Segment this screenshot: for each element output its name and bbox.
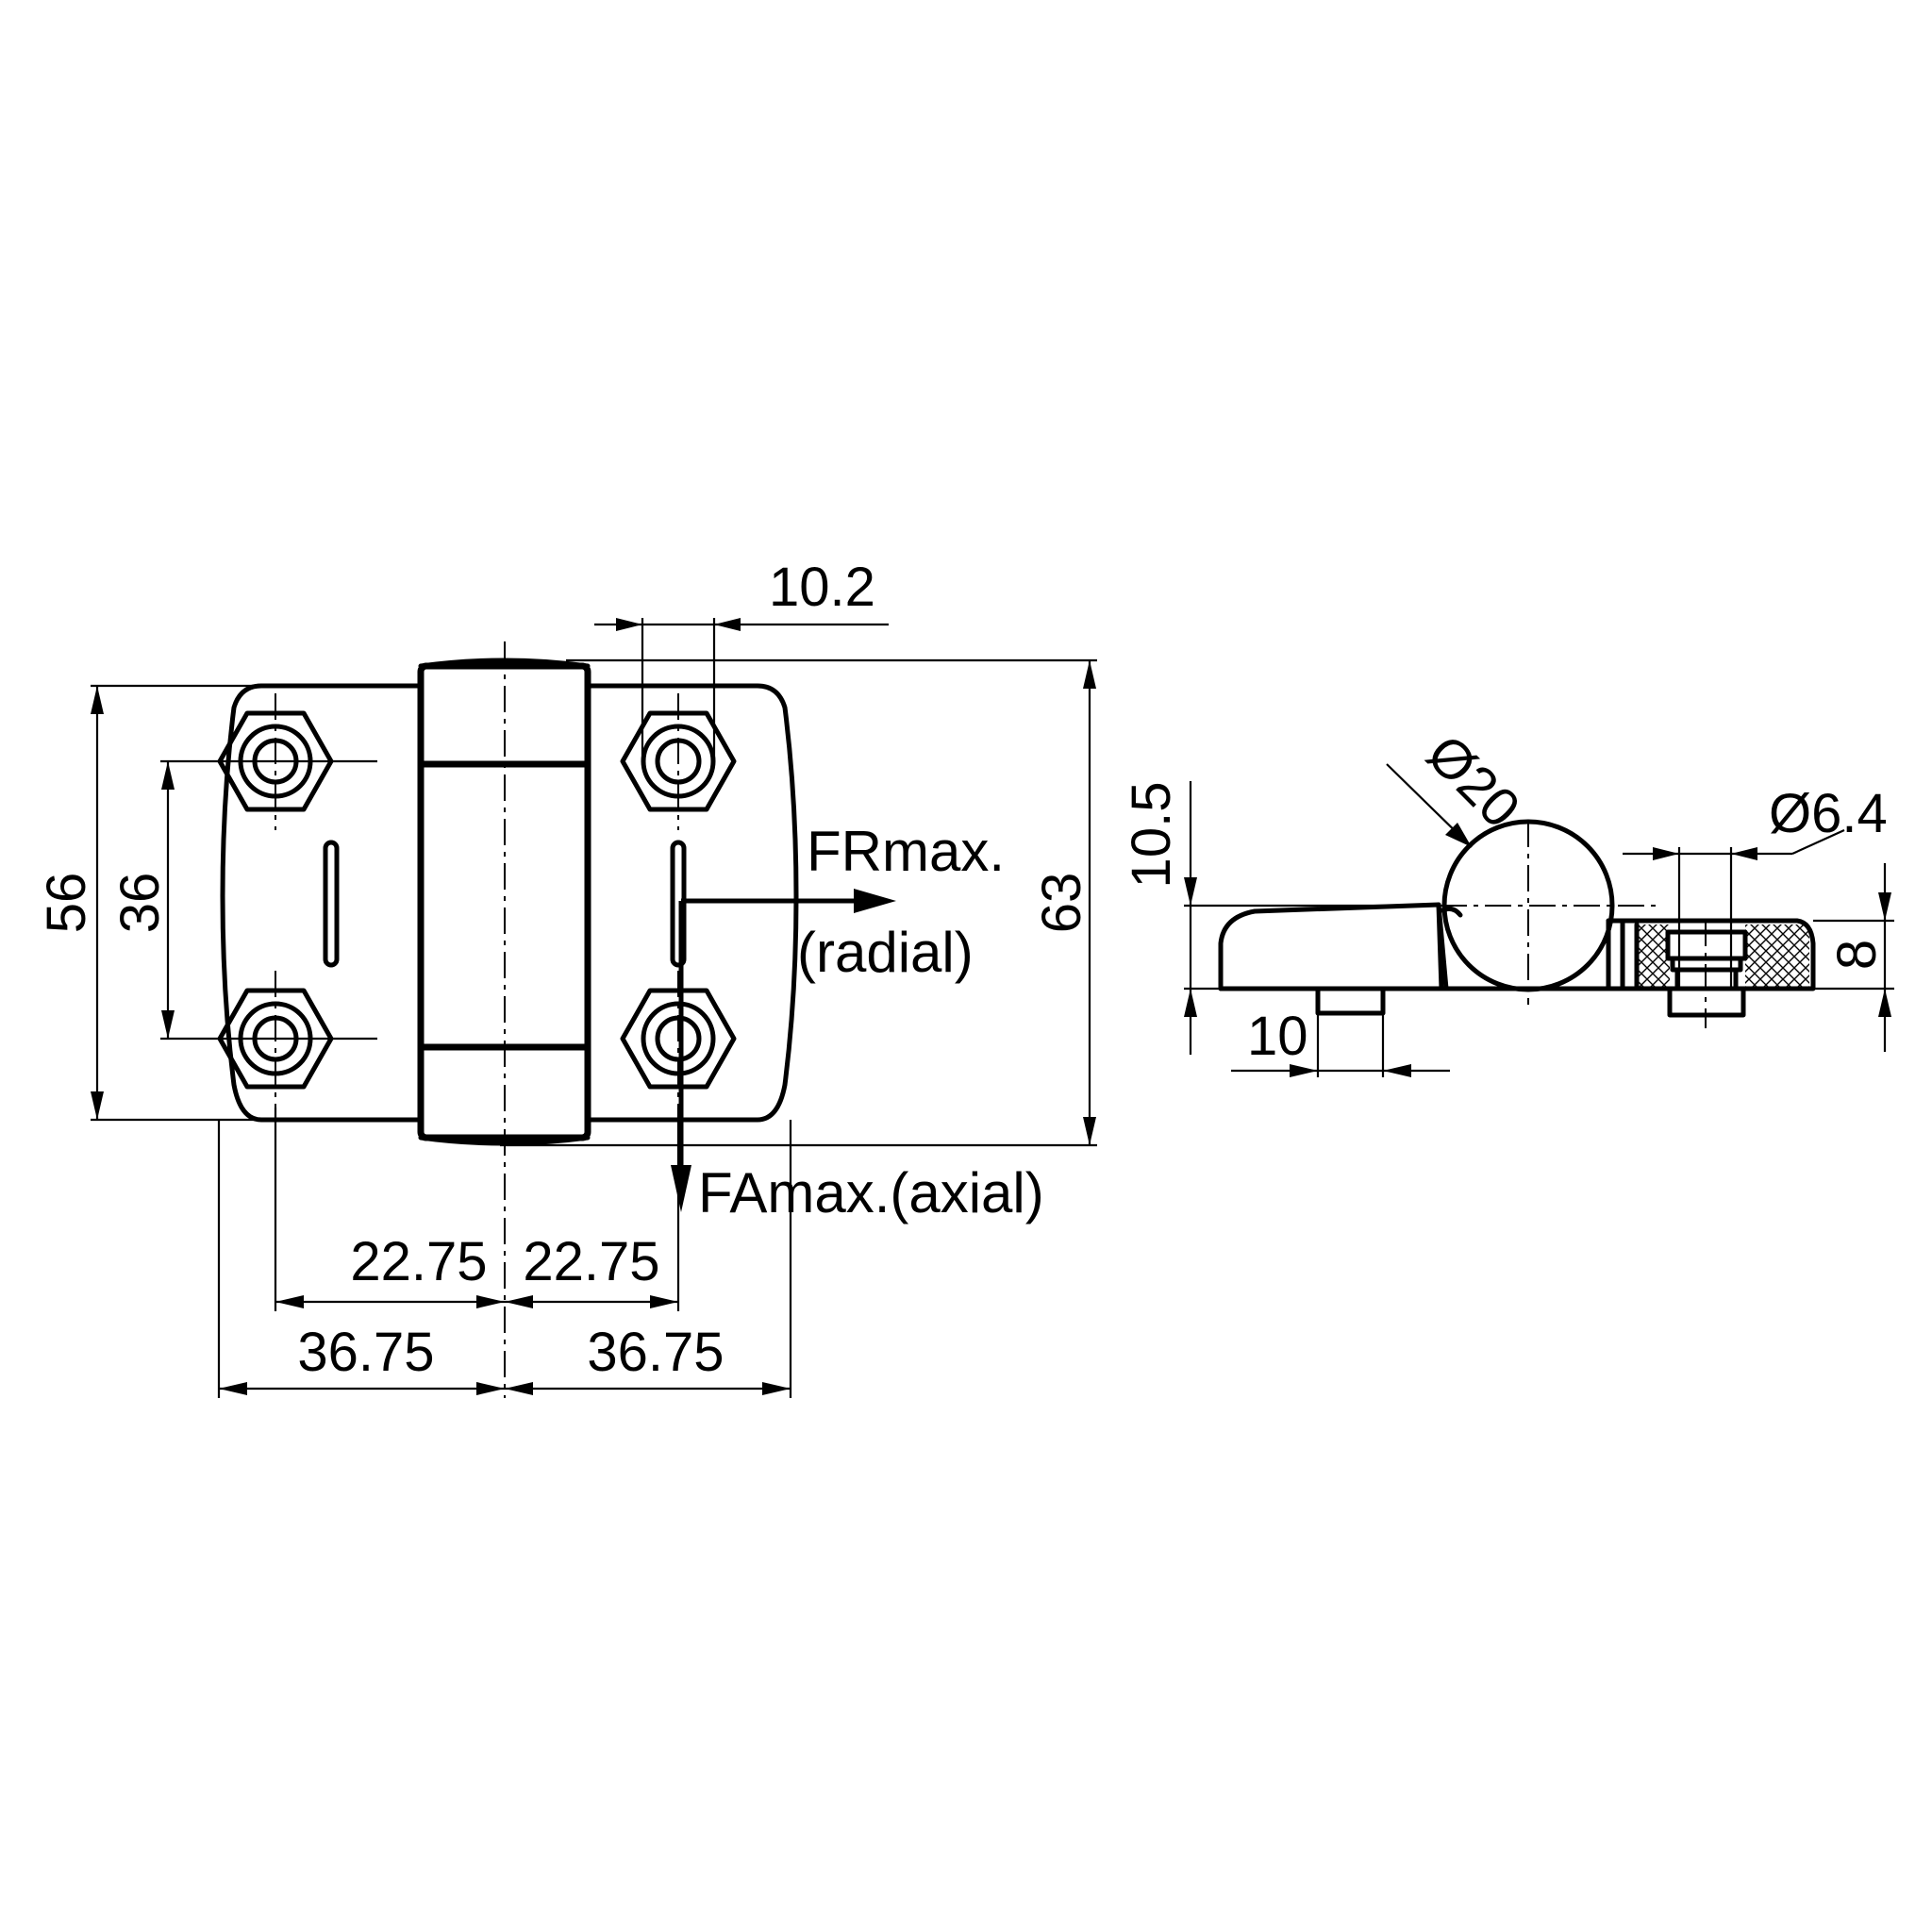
force-arrows: FRmax. (radial) FAmax.(axial) [671,820,1044,1224]
dim-36: 36 [109,761,175,1039]
dim-22-75-right-label: 22.75 [523,1231,659,1292]
dim-22-75: 22.75 22.75 [275,1231,678,1308]
side-base-plate [1218,902,1444,991]
dim-22-75-left-label: 22.75 [350,1231,487,1292]
dim-8-label: 8 [1826,940,1888,970]
dim-dia-6-4: Ø6.4 [1623,783,1888,989]
dim-10-5: 10.5 [1121,781,1226,1055]
dim-dia-20: Ø20 [1386,723,1532,848]
dim-dia-6-4-label: Ø6.4 [1769,783,1888,844]
dim-10-5-label: 10.5 [1121,782,1182,889]
dim-8: 8 [1813,863,1894,1052]
dim-63: 63 [500,658,1097,1147]
bottom-extension-lines [217,1108,792,1398]
front-view: 56 36 63 10.2 [36,557,1097,1398]
dim-56-label: 56 [36,873,97,934]
hole-centerlines [160,693,679,1108]
force-radial-label-1: FRmax. [807,820,1005,883]
side-stud [1315,986,1386,1016]
side-bolt [1665,920,1748,1028]
slot-right [670,840,687,968]
dim-63-label: 63 [1031,873,1092,934]
dim-36-75: 36.75 36.75 [219,1322,791,1395]
dim-10-2-label: 10.2 [769,557,875,618]
force-axial-label: FAmax.(axial) [698,1161,1044,1224]
left-leaf-outline [220,683,424,1123]
dim-36-label: 36 [109,873,171,934]
side-section-hatch [1634,922,1809,991]
side-view: 10.5 10 Ø20 Ø6.4 [1121,723,1894,1077]
dim-10-2: 10.2 [594,557,889,761]
right-leaf-outline [585,683,799,1123]
dim-56: 56 [36,684,264,1122]
dim-36-75-right-label: 36.75 [587,1322,724,1383]
force-radial-label-2: (radial) [797,921,974,984]
slot-left [323,840,340,968]
dim-10-label: 10 [1247,1006,1308,1067]
dim-10: 10 [1231,1006,1450,1077]
dim-36-75-left-label: 36.75 [297,1322,434,1383]
